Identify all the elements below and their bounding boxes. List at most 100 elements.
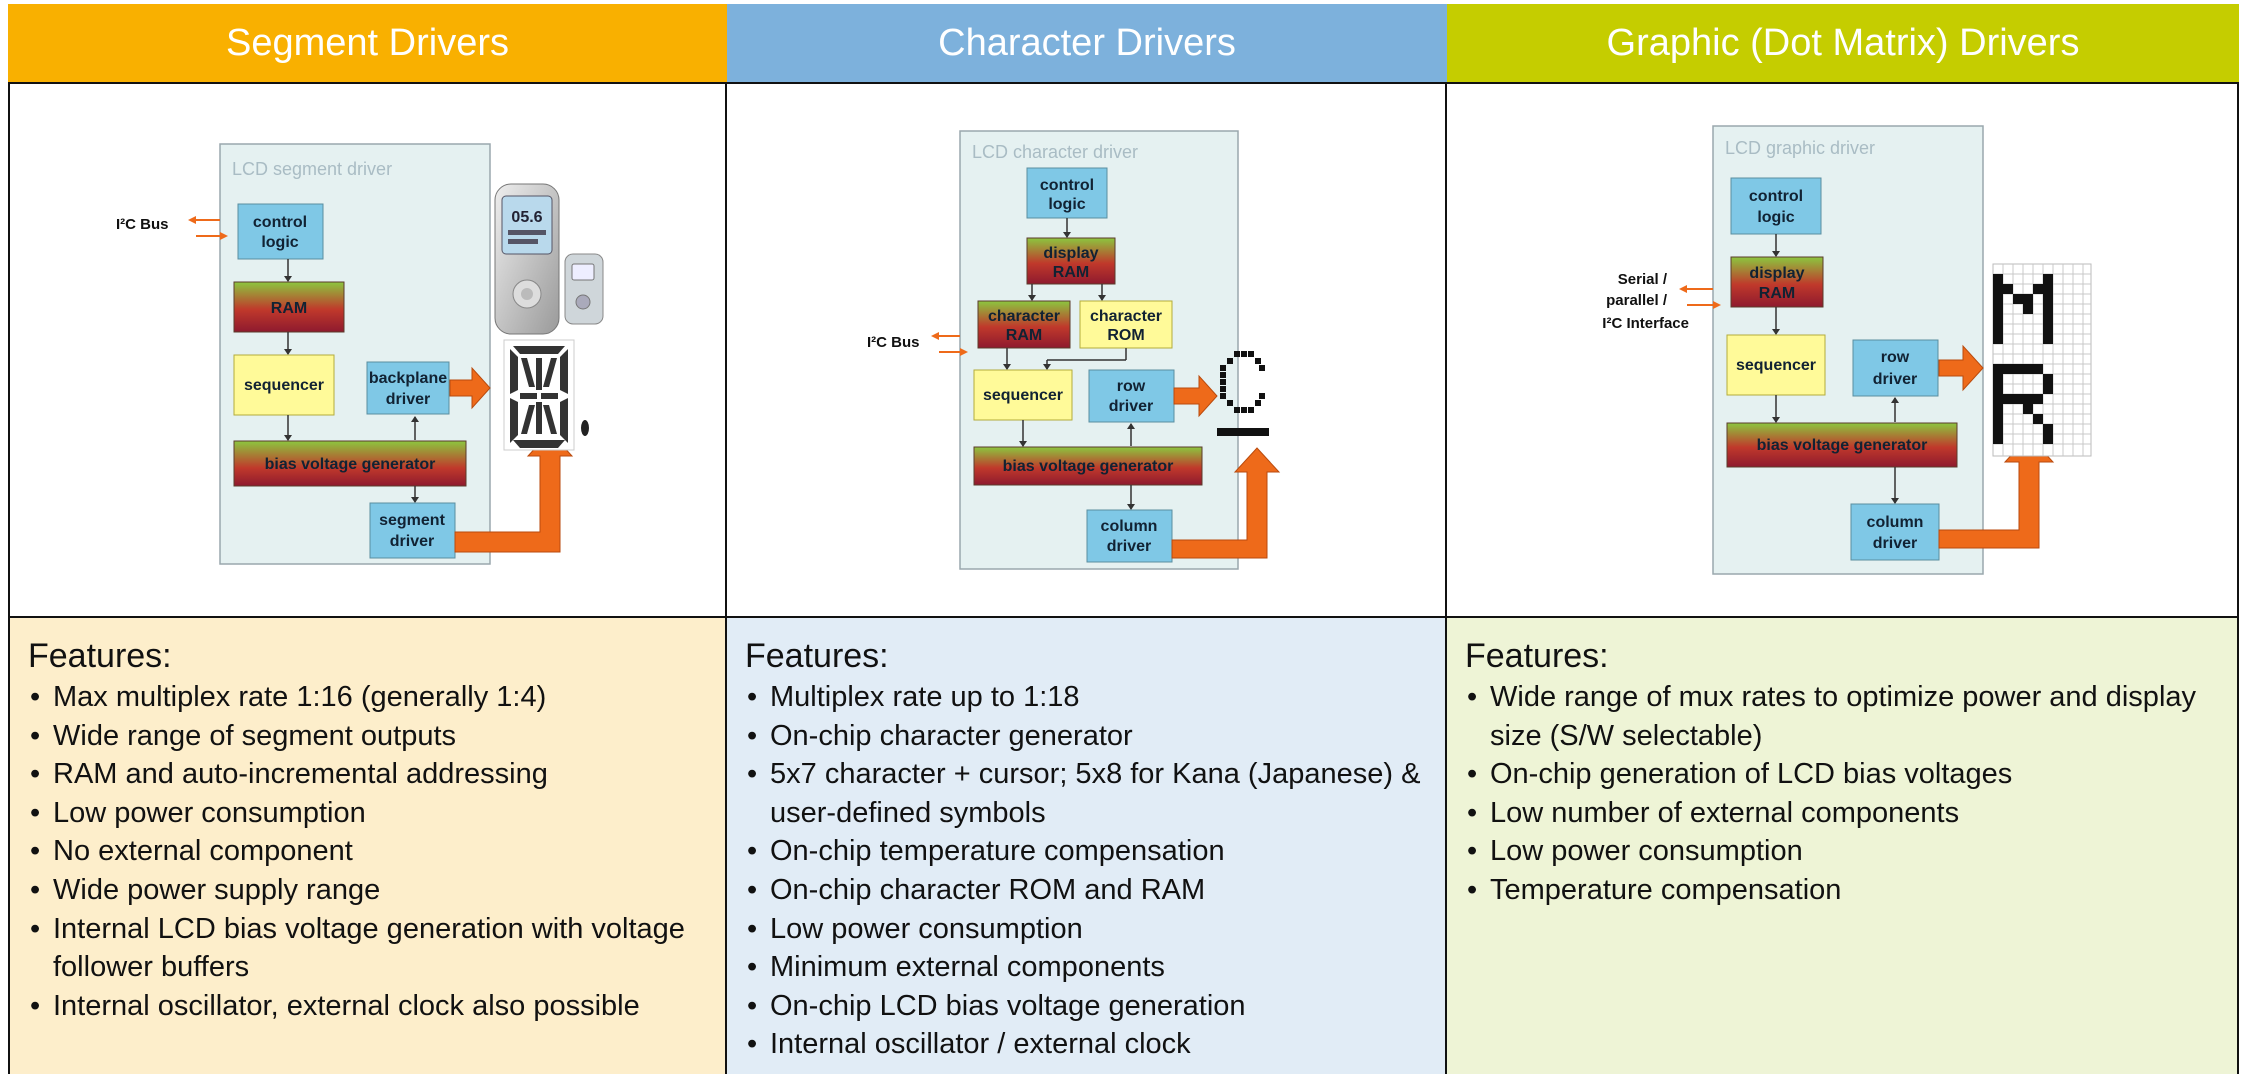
column-graphic-drivers: Graphic (Dot Matrix) Drivers LCD graphic… (1447, 4, 2239, 1074)
segment-driver-diagram: LCD segment driver I²C Bus control logic… (116, 143, 604, 565)
feature-item: 5x7 character + cursor; 5x8 for Kana (Ja… (745, 755, 1429, 832)
row-driver-text: driver (1109, 398, 1153, 415)
starburst-segment-display (503, 339, 589, 451)
feature-item: Low number of external components (1465, 794, 2221, 833)
bias-voltage-generator-text: bias voltage generator (1003, 458, 1174, 475)
bias-voltage-generator-block (233, 440, 467, 487)
segment-i2c-bus-label: I²C Bus (116, 216, 169, 233)
row-output-arrow (1938, 344, 1984, 392)
character-features-title: Features: (745, 637, 889, 675)
character-rom-text: ROM (1107, 327, 1144, 344)
feature-item: On-chip LCD bias voltage generation (745, 987, 1429, 1026)
display-ram-text: display (1043, 245, 1098, 262)
segment-driver-diagram-box: LCD segment driver I²C Bus control logic… (8, 82, 727, 618)
display-ram-block (1730, 256, 1824, 308)
column-output-arrow (1171, 447, 1281, 559)
graphic-driver-diagram: LCD graphic driver Serial / parallel / I… (1602, 125, 2092, 575)
sequencer-block (1726, 334, 1826, 396)
character-driver-title: LCD character driver (972, 142, 1138, 162)
graphic-interface-label: I²C Interface (1602, 315, 1689, 332)
dot-matrix-display (1992, 263, 2092, 457)
graphic-driver-title: LCD graphic driver (1725, 138, 1875, 158)
lcd-device-image: 05.6 (494, 183, 604, 335)
backplane-driver-text: backplane (369, 370, 447, 387)
feature-item: Max multiplex rate 1:16 (generally 1:4) (28, 678, 709, 717)
feature-item: Multiplex rate up to 1:18 (745, 678, 1429, 717)
graphic-features-box: Features: Wide range of mux rates to opt… (1447, 618, 2239, 1074)
sequencer-block (233, 354, 335, 416)
graphic-drivers-header: Graphic (Dot Matrix) Drivers (1447, 4, 2239, 82)
character-features-box: Features: Multiplex rate up to 1:18 On-c… (727, 618, 1447, 1074)
column-driver-text: driver (1873, 535, 1917, 552)
control-logic-text: logic (1757, 209, 1794, 226)
device-readout: 05.6 (511, 209, 542, 226)
control-logic-text: control (253, 214, 307, 231)
row-driver-text: row (1117, 378, 1146, 395)
character-driver-diagram: LCD character driver I²C Bus control log… (867, 130, 1281, 570)
control-logic-block (237, 203, 324, 260)
feature-item: No external component (28, 832, 709, 871)
feature-item: Low power consumption (28, 794, 709, 833)
character-features-list: Multiplex rate up to 1:18 On-chip charac… (745, 678, 1429, 1064)
column-driver-text: column (1867, 514, 1924, 531)
cursor-underline (1217, 428, 1269, 436)
control-logic-text: logic (261, 234, 298, 251)
feature-item: On-chip character generator (745, 717, 1429, 756)
character-rom-block (1079, 300, 1173, 349)
segment-driver-title: LCD segment driver (232, 159, 392, 179)
dot-matrix-letter-m (1993, 274, 2053, 344)
feature-item: On-chip temperature compensation (745, 832, 1429, 871)
column-driver-text: column (1101, 518, 1158, 535)
column-character-drivers: Character Drivers LCD character driver I… (727, 4, 1447, 1074)
row-driver-block (1852, 339, 1939, 397)
backplane-output-arrow (449, 366, 491, 410)
display-ram-text: display (1749, 265, 1804, 282)
feature-item: Low power consumption (745, 910, 1429, 949)
column-driver-text: driver (1107, 538, 1151, 555)
feature-item: Internal LCD bias voltage generation wit… (28, 910, 709, 987)
feature-item: Internal oscillator / external clock (745, 1025, 1429, 1064)
column-segment-drivers: Segment Drivers LCD segment driver I²C B… (8, 4, 727, 1074)
i2c-bus-arrowhead (188, 216, 196, 224)
bias-voltage-generator-text: bias voltage generator (265, 456, 436, 473)
control-logic-text: logic (1048, 196, 1085, 213)
graphic-interface-label: parallel / (1606, 292, 1668, 309)
character-ram-text: RAM (1006, 327, 1042, 344)
display-ram-block (1026, 237, 1116, 285)
row-driver-block (1088, 369, 1175, 423)
interface-arrowhead (1679, 285, 1687, 293)
graphic-driver-diagram-box: LCD graphic driver Serial / parallel / I… (1447, 82, 2239, 618)
control-logic-block (1026, 167, 1108, 219)
row-driver-text: row (1881, 349, 1910, 366)
i2c-bus-arrowhead (220, 232, 228, 240)
row-output-arrow (1173, 374, 1218, 418)
graphic-features-list: Wide range of mux rates to optimize powe… (1465, 678, 2221, 910)
feature-item: On-chip generation of LCD bias voltages (1465, 755, 2221, 794)
ram-block (233, 281, 345, 333)
character-ram-text: character (988, 308, 1060, 325)
character-drivers-header: Character Drivers (727, 4, 1447, 82)
feature-item: Wide range of mux rates to optimize powe… (1465, 678, 2221, 755)
feature-item: Minimum external components (745, 948, 1429, 987)
feature-item: Wide power supply range (28, 871, 709, 910)
character-i2c-bus-label: I²C Bus (867, 334, 920, 351)
control-logic-text: control (1749, 188, 1803, 205)
character-driver-diagram-box: LCD character driver I²C Bus control log… (727, 82, 1447, 618)
graphic-interface-label: Serial / (1618, 271, 1668, 288)
dot-matrix-letter-r (1993, 364, 2053, 444)
display-ram-text: RAM (1759, 285, 1795, 302)
i2c-bus-arrowhead (960, 348, 968, 356)
segment-features-list: Max multiplex rate 1:16 (generally 1:4) … (28, 678, 709, 1025)
dot-matrix-character-c (1217, 351, 1269, 436)
segment-features-box: Features: Max multiplex rate 1:16 (gener… (8, 618, 727, 1074)
feature-item: Low power consumption (1465, 832, 2221, 871)
sequencer-text: sequencer (244, 377, 324, 394)
segment-drivers-header: Segment Drivers (8, 4, 727, 82)
sequencer-block (973, 369, 1073, 421)
bias-voltage-generator-block (973, 446, 1203, 486)
graphic-features-title: Features: (1465, 637, 1609, 675)
display-ram-text: RAM (1053, 264, 1089, 281)
column-driver-block (1086, 509, 1173, 563)
ram-text: RAM (271, 300, 307, 317)
feature-item: On-chip character ROM and RAM (745, 871, 1429, 910)
